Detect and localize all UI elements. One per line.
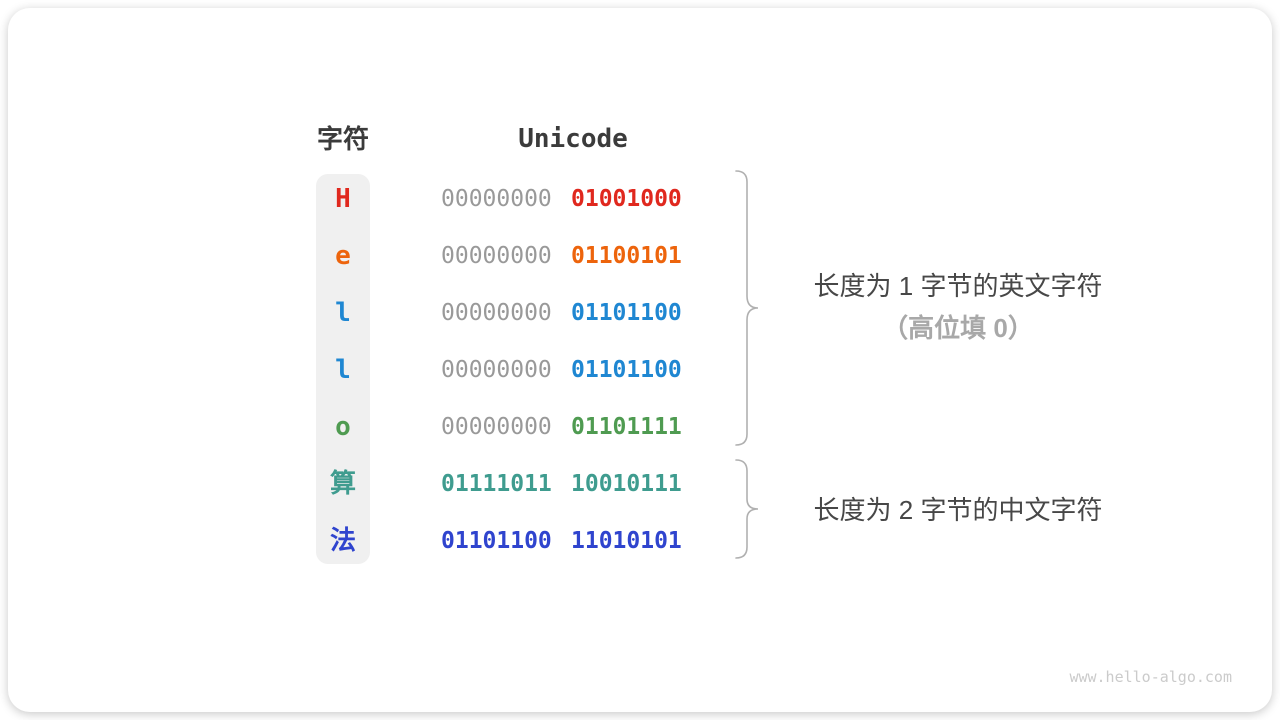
unicode-byte-high: 00000000	[441, 300, 552, 326]
unicode-byte-high: 01101100	[441, 528, 552, 554]
unicode-byte-low: 01101100	[571, 300, 682, 326]
unicode-byte-low: 01100101	[571, 243, 682, 269]
table-row: o 00000000 01101111	[8, 399, 1280, 455]
annotation-english-line1: 长度为 1 字节的英文字符	[813, 271, 1103, 301]
annotation-chinese-line1: 长度为 2 字节的中文字符	[813, 495, 1103, 525]
table-row: 算 01111011 10010111	[8, 456, 1280, 512]
annotation-english-chars: 长度为 1 字节的英文字符 （高位填 0）	[758, 269, 1158, 345]
watermark: www.hello-algo.com	[1069, 668, 1232, 686]
unicode-byte-high: 00000000	[441, 357, 552, 383]
character-cell: H	[335, 184, 351, 214]
unicode-byte-low: 01001000	[571, 186, 682, 212]
unicode-byte-low: 10010111	[571, 471, 682, 497]
character-cell: o	[335, 412, 351, 442]
column-header-unicode: Unicode	[518, 124, 628, 154]
unicode-byte-low: 11010101	[571, 528, 682, 554]
table-row: H 00000000 01001000	[8, 171, 1280, 227]
unicode-byte-high: 00000000	[441, 243, 552, 269]
character-cell: 算	[329, 469, 356, 499]
diagram-card: 字符 Unicode H 00000000 01001000 e 00000000 011…	[8, 8, 1272, 712]
character-cell: l	[335, 355, 351, 385]
character-cell: 法	[329, 526, 356, 556]
unicode-byte-high: 00000000	[441, 186, 552, 212]
unicode-byte-high: 00000000	[441, 414, 552, 440]
right-curly-brace-icon	[735, 170, 759, 446]
table-row: e 00000000 01100101	[8, 228, 1280, 284]
column-header-char: 字符	[316, 124, 369, 154]
unicode-byte-low: 01101100	[571, 357, 682, 383]
table-row: 法 01101100 11010101	[8, 513, 1280, 569]
character-cell: l	[335, 298, 351, 328]
character-cell: e	[335, 241, 351, 271]
unicode-byte-low: 01101111	[571, 414, 682, 440]
annotation-chinese-chars: 长度为 2 字节的中文字符	[758, 493, 1158, 527]
unicode-byte-high: 01111011	[441, 471, 552, 497]
table-row: l 00000000 01101100	[8, 285, 1280, 341]
annotation-english-line2: （高位填 0）	[882, 313, 1034, 343]
right-curly-brace-icon	[735, 459, 759, 559]
table-row: l 00000000 01101100	[8, 342, 1280, 398]
char-column-background	[316, 174, 370, 564]
